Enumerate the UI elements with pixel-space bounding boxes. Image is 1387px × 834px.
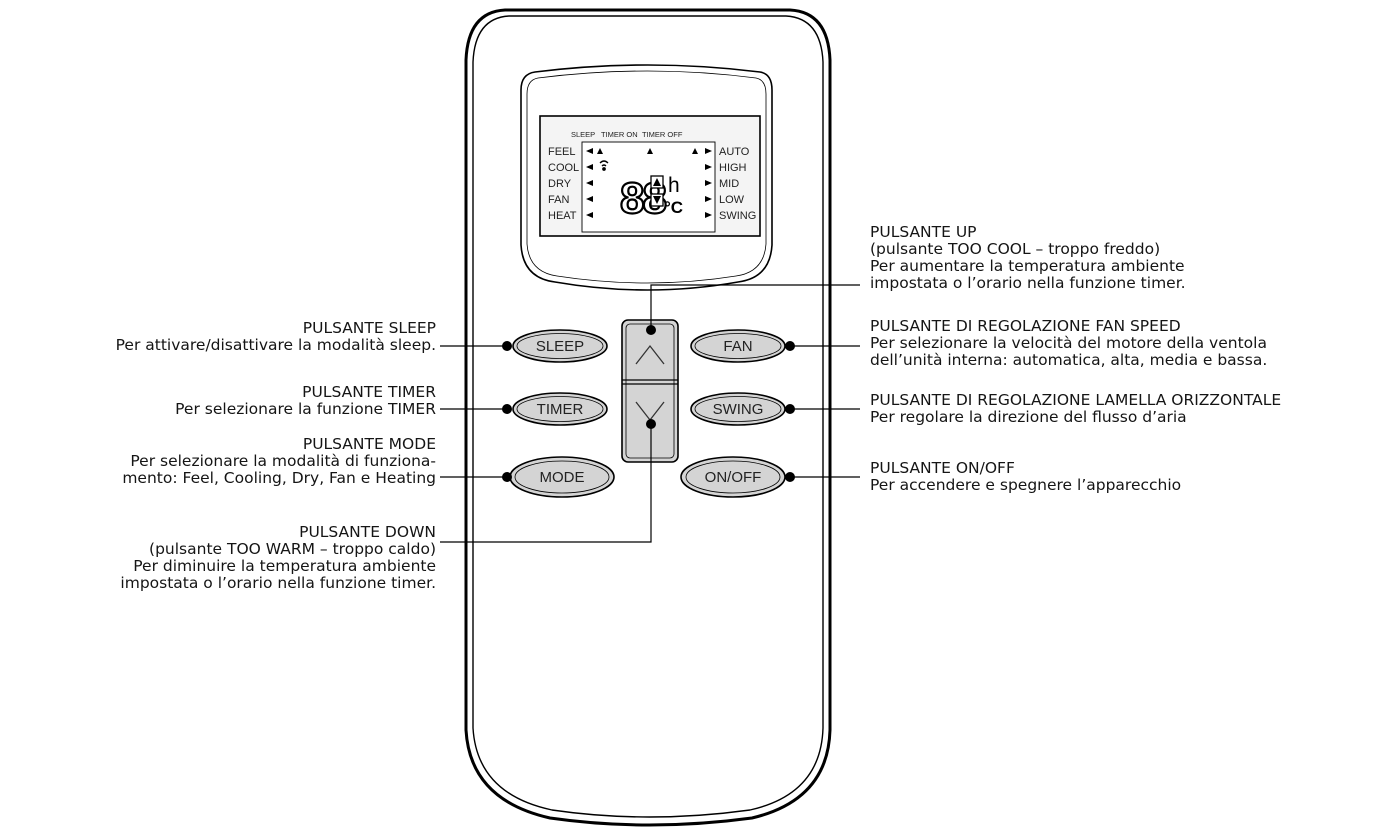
callout-mode-line: mento: Feel, Cooling, Dry, Fan e Heating xyxy=(122,469,436,487)
up-arrow-icon xyxy=(635,344,665,365)
up-down-rocker-inner xyxy=(625,323,675,459)
callout-mode-line: Per selezionare la modalità di funziona- xyxy=(130,452,436,470)
callout-down-title: PULSANTE DOWN xyxy=(299,523,436,541)
callout-mode: PULSANTE MODE Per selezionare la modalit… xyxy=(122,436,436,487)
callout-onoff: PULSANTE ON/OFF Per accendere e spegnere… xyxy=(870,460,1181,494)
lcd-mode-fan: FAN xyxy=(548,194,569,206)
callout-onoff-line: Per accendere e spegnere l’apparecchio xyxy=(870,476,1182,494)
dot-up xyxy=(646,325,656,335)
callout-sleep: PULSANTE SLEEP Per attivare/disattivare … xyxy=(116,320,436,354)
callout-swing-title: PULSANTE DI REGOLAZIONE LAMELLA ORIZZONT… xyxy=(870,391,1282,409)
mode-button-label: MODE xyxy=(540,469,585,486)
callout-swing-line: Per regolare la direzione del flusso d’a… xyxy=(870,408,1187,426)
lcd-speed-low: LOW xyxy=(719,194,745,206)
dot-down xyxy=(646,419,656,429)
lcd-mode-feel: FEEL xyxy=(548,146,576,158)
lcd-fan-icon xyxy=(599,160,609,171)
onoff-button[interactable]: ON/OFF xyxy=(680,456,786,498)
lcd-label-timer-on: TIMER ON xyxy=(601,130,638,139)
remote-body-inner xyxy=(472,15,824,818)
callout-up: PULSANTE UP (pulsante TOO COOL – troppo … xyxy=(870,224,1186,292)
leader-dots xyxy=(502,325,795,482)
dot-mode xyxy=(502,472,512,482)
fan-button-label: FAN xyxy=(723,338,752,355)
up-down-rocker xyxy=(621,319,679,463)
lcd-arrow-icon xyxy=(586,148,593,154)
lcd-down-indicator-icon xyxy=(653,196,661,204)
mode-button[interactable]: MODE xyxy=(509,456,615,498)
onoff-button-label: ON/OFF xyxy=(705,469,762,486)
sleep-button-label: SLEEP xyxy=(536,338,584,355)
callout-down-line: Per diminuire la temperatura ambiente xyxy=(133,557,436,575)
dot-swing xyxy=(785,404,795,414)
callout-fan: PULSANTE DI REGOLAZIONE FAN SPEED Per se… xyxy=(870,318,1267,369)
callout-down-line: (pulsante TOO WARM – troppo caldo) xyxy=(149,540,436,558)
dot-sleep xyxy=(502,341,512,351)
lcd-mode-heat: HEAT xyxy=(548,210,577,222)
lcd-arrow-icon xyxy=(705,196,712,202)
callout-up-title: PULSANTE UP xyxy=(870,223,977,241)
callout-up-line: (pulsante TOO COOL – troppo freddo) xyxy=(870,240,1161,258)
lcd-mode-cool: COOL xyxy=(548,162,579,174)
leader-down xyxy=(440,424,652,543)
lcd-arrow-icon xyxy=(586,164,593,170)
lcd-arrow-icon xyxy=(705,212,712,218)
callout-sleep-title: PULSANTE SLEEP xyxy=(302,319,436,337)
lcd-label-timer-off: TIMER OFF xyxy=(642,130,683,139)
callout-down-line: impostata o l’orario nella funzione time… xyxy=(120,574,436,592)
lcd-marker-icon xyxy=(647,148,653,154)
lcd-left-arrows xyxy=(586,148,593,218)
lcd-arrow-icon xyxy=(705,164,712,170)
callout-timer-line: Per selezionare la funzione TIMER xyxy=(175,400,436,418)
lcd-marker-icon xyxy=(692,148,698,154)
leader-lines xyxy=(440,284,860,543)
lcd-unit-temp: °C xyxy=(664,198,683,217)
callout-timer: PULSANTE TIMER Per selezionare la funzio… xyxy=(175,384,436,418)
lcd-speed-mid: MID xyxy=(719,178,739,190)
sleep-button[interactable]: SLEEP xyxy=(512,329,608,363)
display-bezel-inner xyxy=(526,70,767,284)
dot-fan xyxy=(785,341,795,351)
dot-timer xyxy=(502,404,512,414)
lcd-speed-high: HIGH xyxy=(719,162,747,174)
callout-timer-title: PULSANTE TIMER xyxy=(302,383,436,401)
lcd-unit-hour: h xyxy=(668,174,680,197)
callout-fan-line: dell’unità interna: automatica, alta, me… xyxy=(870,351,1268,369)
callout-swing: PULSANTE DI REGOLAZIONE LAMELLA ORIZZONT… xyxy=(870,392,1281,426)
swing-button[interactable]: SWING xyxy=(690,392,786,426)
lcd-arrow-icon xyxy=(586,180,593,186)
lcd-mode-dry: DRY xyxy=(548,178,572,190)
leader-up xyxy=(650,284,860,330)
fan-button[interactable]: FAN xyxy=(690,329,786,363)
callout-onoff-title: PULSANTE ON/OFF xyxy=(870,459,1015,477)
callout-up-line: impostata o l’orario nella funzione time… xyxy=(870,274,1186,292)
lcd-top-markers xyxy=(597,148,698,154)
callout-fan-title: PULSANTE DI REGOLAZIONE FAN SPEED xyxy=(870,317,1181,335)
lcd-speed-swing: SWING xyxy=(719,210,756,222)
timer-button-label: TIMER xyxy=(537,401,584,418)
lcd-marker-icon xyxy=(597,148,603,154)
lcd-speed-auto: AUTO xyxy=(719,146,750,158)
callout-up-line: Per aumentare la temperatura ambiente xyxy=(870,257,1185,275)
callout-fan-line: Per selezionare la velocità del motore d… xyxy=(870,334,1267,352)
lcd-label-sleep: SLEEP xyxy=(571,130,595,139)
swing-button-label: SWING xyxy=(713,401,764,418)
lcd-arrow-icon xyxy=(586,196,593,202)
dot-onoff xyxy=(785,472,795,482)
lcd-window xyxy=(581,141,716,233)
callout-down: PULSANTE DOWN (pulsante TOO WARM – tropp… xyxy=(120,524,436,592)
callout-sleep-line: Per attivare/disattivare la modalità sle… xyxy=(115,336,436,354)
callout-mode-title: PULSANTE MODE xyxy=(302,435,436,453)
timer-button[interactable]: TIMER xyxy=(512,392,608,426)
up-button[interactable] xyxy=(635,344,665,365)
lcd-arrow-icon xyxy=(705,148,712,154)
lcd-arrow-icon xyxy=(705,180,712,186)
lcd-arrow-icon xyxy=(586,212,593,218)
lcd-right-arrows xyxy=(705,148,712,218)
lcd-up-indicator-icon xyxy=(653,178,661,186)
